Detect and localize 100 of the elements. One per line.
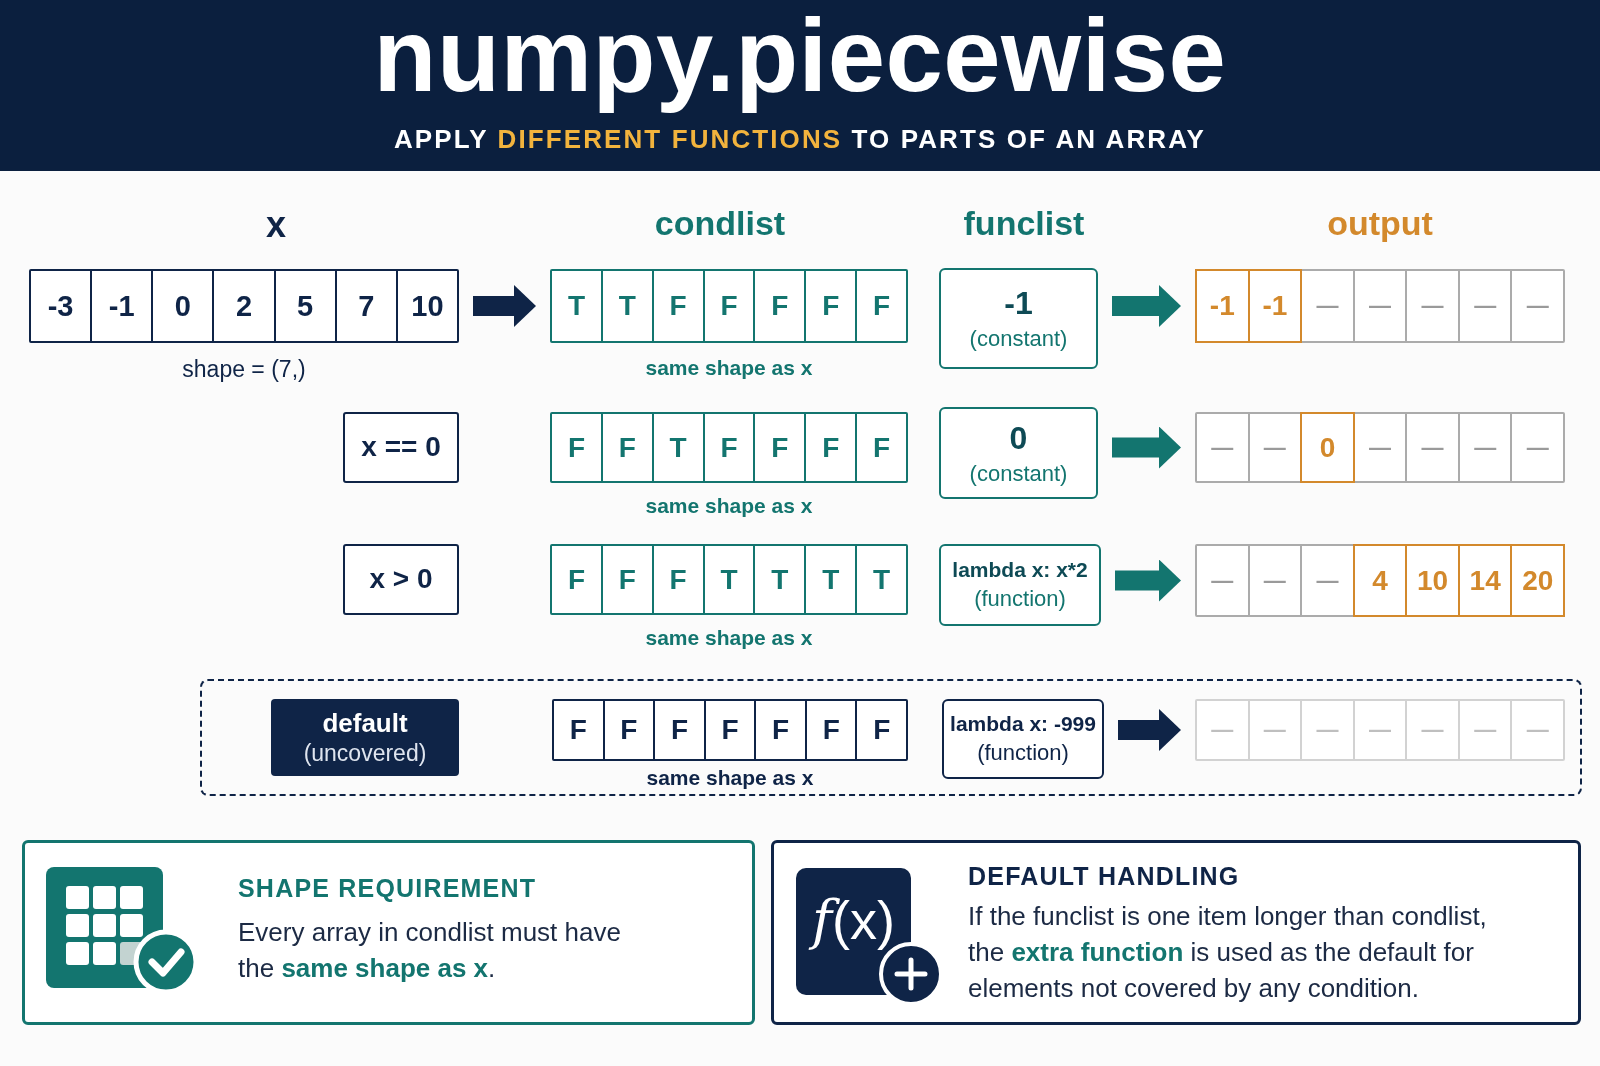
column-heading: x [266, 205, 286, 245]
output-array [1195, 544, 1565, 617]
output-value: 20 [1510, 546, 1564, 615]
function-value: -1 [1004, 285, 1033, 323]
output-value: — [1300, 546, 1353, 615]
input-array [29, 269, 459, 343]
mask-value: F [703, 701, 755, 759]
output-value: — [1510, 271, 1564, 341]
mask-value: F [566, 430, 586, 465]
array-value: 7 [334, 271, 396, 341]
column-heading: condlist [654, 205, 786, 243]
arrow [1115, 559, 1181, 602]
function-box [942, 699, 1104, 779]
mask-value: T [753, 546, 805, 613]
function-value: lambda x: x*2 [952, 558, 1088, 583]
condition-box [343, 544, 459, 615]
mask-value: F [600, 414, 652, 481]
function-box [939, 544, 1101, 626]
mask-note: same shape as x [646, 766, 814, 791]
output-value: — [1300, 271, 1353, 341]
boolean-mask [552, 699, 908, 761]
mask-value: F [855, 414, 906, 481]
output-value: — [1457, 414, 1511, 481]
output-value: 4 [1352, 546, 1406, 615]
array-value: 10 [395, 271, 457, 341]
default-note: (uncovered) [303, 740, 427, 766]
function-value: 0 [1009, 419, 1028, 457]
mask-value: T [600, 271, 652, 341]
function-kind: (constant) [969, 460, 1068, 487]
mask-value: F [753, 271, 805, 341]
mask-note: same shape as x [645, 494, 813, 519]
mask-value: F [804, 414, 856, 481]
dashed-group-frame [200, 679, 1582, 796]
mask-value: T [566, 289, 586, 323]
mask-value: T [702, 546, 754, 613]
mask-value: T [855, 546, 906, 613]
mask-note: same shape as x [645, 356, 813, 381]
panel-text: Every array in condlist must have the same shape as x. [238, 916, 622, 985]
mask-value: F [600, 546, 652, 613]
mask-value: F [602, 701, 654, 759]
mask-value: F [651, 271, 703, 341]
arrow [1118, 709, 1181, 751]
boolean-mask [550, 269, 908, 343]
array-value: 5 [273, 271, 335, 341]
shape-note: shape = (7,) [182, 356, 306, 383]
array-value: 0 [151, 271, 213, 341]
default-label: default [322, 709, 408, 738]
mask-value: F [568, 713, 588, 747]
function-kind: (function) [974, 586, 1066, 612]
output-value: 0 [1300, 414, 1353, 481]
output-value: — [1247, 414, 1301, 481]
arrow [1112, 426, 1181, 469]
boolean-mask [550, 412, 908, 483]
info-panel [22, 840, 755, 1025]
subtitle: APPLY DIFFERENT FUNCTIONS TO PARTS OF AN ARRAY [393, 125, 1207, 155]
output-value: — [1210, 433, 1235, 462]
output-value: — [1510, 414, 1564, 481]
mask-value: F [804, 701, 856, 759]
mask-value: F [855, 701, 907, 759]
mask-value: F [753, 414, 805, 481]
output-value: — [1210, 716, 1235, 744]
function-kind: (constant) [969, 326, 1068, 352]
info-panel [771, 840, 1581, 1025]
output-value: — [1457, 701, 1511, 759]
output-array [1195, 699, 1565, 761]
mask-value: F [651, 546, 703, 613]
function-value: lambda x: -999 [950, 712, 1096, 737]
arrow [473, 285, 536, 327]
default-box [271, 699, 459, 776]
condition-box [343, 412, 459, 483]
mask-value: F [653, 701, 704, 759]
output-value: — [1247, 546, 1301, 615]
condition-expression: x == 0 [361, 432, 441, 463]
condition-expression: x > 0 [369, 564, 433, 595]
mask-value: T [804, 546, 856, 613]
output-value: — [1405, 701, 1458, 759]
output-value: — [1405, 414, 1458, 481]
mask-value: F [804, 271, 856, 341]
output-value: — [1405, 271, 1458, 341]
panel-text: If the funclist is one item longer than condlist, the extra function is used as the default for elements not covered by any condition. [968, 900, 1488, 1005]
function-kind: (function) [977, 740, 1069, 766]
mask-value: F [702, 271, 754, 341]
output-value: 14 [1457, 546, 1511, 615]
mask-note: same shape as x [645, 626, 813, 651]
output-array [1195, 412, 1565, 483]
column-heading: output [1327, 205, 1433, 243]
output-value: — [1352, 271, 1406, 341]
boolean-mask [550, 544, 908, 615]
mask-value: T [651, 414, 703, 481]
output-value: — [1300, 701, 1353, 759]
panel-heading: DEFAULT HANDLING [968, 862, 1240, 891]
output-array [1195, 269, 1565, 343]
array-value: -1 [90, 271, 152, 341]
function-box [939, 407, 1098, 499]
output-value: -1 [1197, 271, 1248, 341]
array-value: 2 [212, 271, 274, 341]
mask-value: F [855, 271, 906, 341]
function-box [939, 268, 1098, 369]
output-value: — [1457, 271, 1511, 341]
mask-value: F [566, 562, 586, 597]
